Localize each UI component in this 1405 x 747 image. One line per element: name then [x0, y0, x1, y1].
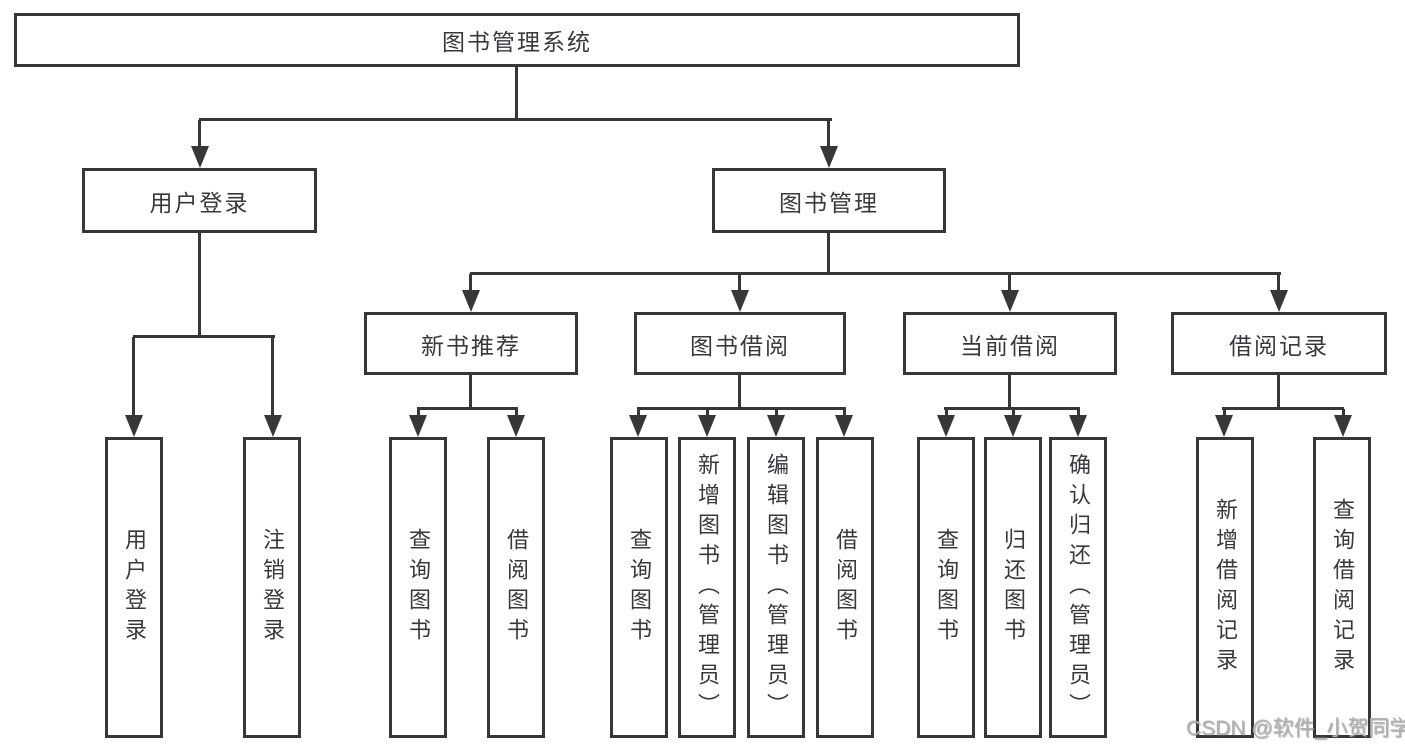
- connector-book-management-stub: [827, 233, 830, 274]
- leaf-bb-edit-books-admin: 编辑图书（管理员）: [747, 437, 805, 738]
- arrowhead-bb-add-icon: [698, 415, 716, 437]
- connector-drop-cb-query: [945, 409, 948, 419]
- arrowhead-cb-return-icon: [1004, 415, 1022, 437]
- connector-root-stub: [515, 66, 518, 120]
- leaf-logout-label: 注销登录: [260, 527, 285, 648]
- leaf-cb-query-books-label: 查询图书: [934, 527, 959, 648]
- leaf-br-query-record: 查询借阅记录: [1313, 437, 1371, 738]
- node-current-borrow-label: 当前借阅: [960, 332, 1060, 359]
- leaf-nb-borrow-books-label: 借阅图书: [504, 527, 529, 648]
- arrowhead-br-query-icon: [1334, 415, 1352, 437]
- connector-level2-rail: [199, 118, 832, 121]
- leaf-bb-borrow-books: 借阅图书: [816, 437, 874, 738]
- connector-drop-bb-borrow: [843, 409, 846, 419]
- connector-drop-cb-confirm: [1077, 409, 1080, 419]
- leaf-bb-edit-books-admin-label: 编辑图书（管理员）: [764, 452, 789, 723]
- arrowhead-bb-edit-icon: [767, 415, 785, 437]
- node-root: 图书管理系统: [14, 13, 1020, 67]
- leaf-bb-add-books-admin-label: 新增图书（管理员）: [695, 452, 720, 723]
- leaf-bb-borrow-books-label: 借阅图书: [833, 527, 858, 648]
- arrowhead-leaf-user-login-icon: [125, 415, 143, 437]
- node-book-management: 图书管理: [712, 168, 946, 233]
- node-book-borrow: 图书借阅: [634, 312, 846, 375]
- connector-new-book-recommend-stub: [469, 375, 472, 409]
- arrowhead-book-borrow-icon: [731, 290, 749, 312]
- node-book-borrow-label: 图书借阅: [690, 332, 790, 359]
- connector-user-login-rail: [133, 335, 275, 338]
- node-current-borrow: 当前借阅: [903, 312, 1117, 375]
- connector-drop-nb-query: [417, 409, 420, 419]
- connector-drop-new-book-recommend: [469, 274, 472, 292]
- connector-drop-book-management: [827, 120, 830, 148]
- leaf-cb-return-books-label: 归还图书: [1001, 527, 1026, 648]
- leaf-user-login-label: 用户登录: [122, 527, 147, 648]
- leaf-br-add-record-label: 新增借阅记录: [1213, 497, 1238, 678]
- leaf-nb-query-books-label: 查询图书: [406, 527, 431, 648]
- leaf-nb-borrow-books: 借阅图书: [487, 437, 545, 738]
- arrowhead-leaf-logout-icon: [264, 415, 282, 437]
- connector-drop-bb-add: [706, 409, 709, 419]
- connector-rail-borrow-records: [1222, 407, 1344, 410]
- arrowhead-cb-query-icon: [937, 415, 955, 437]
- connector-rail-current-borrow: [944, 407, 1080, 410]
- leaf-nb-query-books: 查询图书: [389, 437, 447, 738]
- leaf-br-add-record: 新增借阅记录: [1196, 437, 1254, 738]
- arrowhead-book-management-icon: [820, 146, 838, 168]
- connector-drop-current-borrow: [1008, 274, 1011, 292]
- csdn-watermark: CSDN @软件_小贺同学: [1186, 717, 1405, 740]
- connector-drop-bb-edit: [775, 409, 778, 419]
- arrowhead-bb-borrow-icon: [835, 415, 853, 437]
- leaf-cb-return-books: 归还图书: [984, 437, 1042, 738]
- leaf-user-login: 用户登录: [105, 437, 163, 738]
- connector-drop-bb-query: [637, 409, 640, 419]
- node-borrow-records: 借阅记录: [1171, 312, 1387, 375]
- connector-borrow-records-stub: [1277, 375, 1280, 409]
- leaf-cb-query-books: 查询图书: [917, 437, 975, 738]
- node-new-book-recommend-label: 新书推荐: [421, 332, 521, 359]
- arrowhead-cb-confirm-icon: [1069, 415, 1087, 437]
- leaf-bb-query-books: 查询图书: [610, 437, 668, 738]
- connector-rail-new-book-recommend: [417, 407, 518, 410]
- leaf-bb-add-books-admin: 新增图书（管理员）: [678, 437, 736, 738]
- connector-drop-nb-borrow: [515, 409, 518, 419]
- node-borrow-records-label: 借阅记录: [1229, 332, 1329, 359]
- node-book-management-label: 图书管理: [779, 189, 879, 216]
- connector-drop-cb-return: [1012, 409, 1015, 419]
- node-user-login: 用户登录: [82, 168, 317, 233]
- arrowhead-current-borrow-icon: [1001, 290, 1019, 312]
- arrowhead-new-book-recommend-icon: [462, 290, 480, 312]
- connector-user-login-stub: [198, 233, 201, 337]
- arrowhead-user-login-icon: [191, 146, 209, 168]
- connector-level3-rail: [470, 272, 1281, 275]
- leaf-br-query-record-label: 查询借阅记录: [1330, 497, 1355, 678]
- connector-drop-leaf-user-login: [132, 337, 135, 417]
- connector-drop-leaf-logout: [271, 337, 274, 417]
- connector-book-borrow-stub: [738, 375, 741, 409]
- leaf-logout: 注销登录: [243, 437, 301, 738]
- connector-drop-borrow-records: [1277, 274, 1280, 292]
- node-user-login-label: 用户登录: [149, 189, 250, 216]
- arrowhead-nb-borrow-icon: [507, 415, 525, 437]
- connector-drop-br-add: [1223, 409, 1226, 419]
- leaf-bb-query-books-label: 查询图书: [627, 527, 652, 648]
- leaf-cb-confirm-return-admin: 确认归还（管理员）: [1049, 437, 1107, 738]
- leaf-cb-confirm-return-admin-label: 确认归还（管理员）: [1066, 452, 1091, 723]
- connector-rail-book-borrow: [637, 407, 846, 410]
- connector-current-borrow-stub: [1008, 375, 1011, 409]
- arrowhead-bb-query-icon: [629, 415, 647, 437]
- connector-drop-user-login: [198, 120, 201, 148]
- node-root-label: 图书管理系统: [442, 29, 592, 55]
- arrowhead-borrow-records-icon: [1270, 290, 1288, 312]
- connector-drop-book-borrow: [738, 274, 741, 292]
- arrowhead-nb-query-icon: [409, 415, 427, 437]
- arrowhead-br-add-icon: [1215, 415, 1233, 437]
- connector-drop-br-query: [1342, 409, 1345, 419]
- node-new-book-recommend: 新书推荐: [364, 312, 578, 375]
